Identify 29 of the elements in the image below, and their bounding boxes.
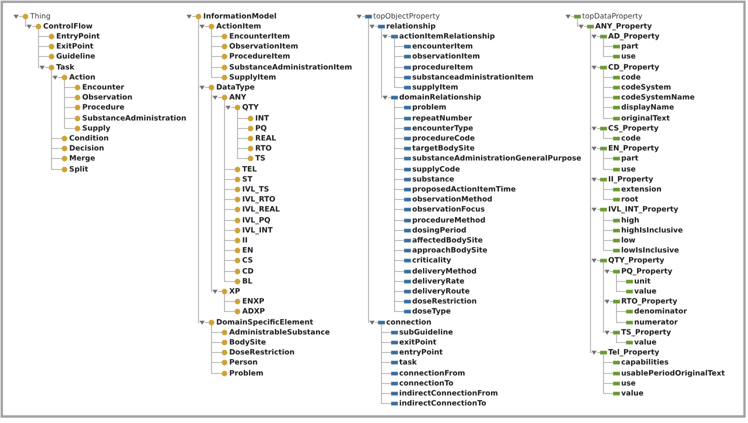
tree-line: [211, 90, 213, 292]
tree-line: [603, 150, 614, 170]
tree-line: [603, 262, 605, 333]
tree-line: [224, 294, 236, 312]
tree-line: [616, 273, 626, 292]
tree-line: [603, 354, 614, 394]
tree-line: [616, 334, 626, 343]
tree-line: [577, 18, 579, 27]
tree-line: [368, 18, 370, 323]
tree-line: [603, 69, 614, 119]
tree-line: [603, 181, 614, 200]
tree-line: [237, 110, 248, 159]
tree-line: [38, 28, 50, 68]
tree-line: [51, 70, 62, 170]
tree-line: [616, 303, 626, 323]
tree-line: [198, 18, 200, 323]
tree-line: [381, 28, 383, 98]
tree-line: [590, 28, 592, 353]
tree-line: [603, 38, 614, 57]
tree-line: [25, 18, 27, 27]
tree-line: [381, 324, 392, 404]
tree-line: [224, 100, 236, 282]
tree-line: [603, 211, 614, 251]
tree-line: [603, 130, 614, 139]
tree-line: [64, 80, 76, 129]
tree-line: [211, 28, 222, 78]
tree-line: [211, 324, 222, 374]
tree-line: [394, 99, 404, 312]
tree-line: [394, 38, 404, 88]
